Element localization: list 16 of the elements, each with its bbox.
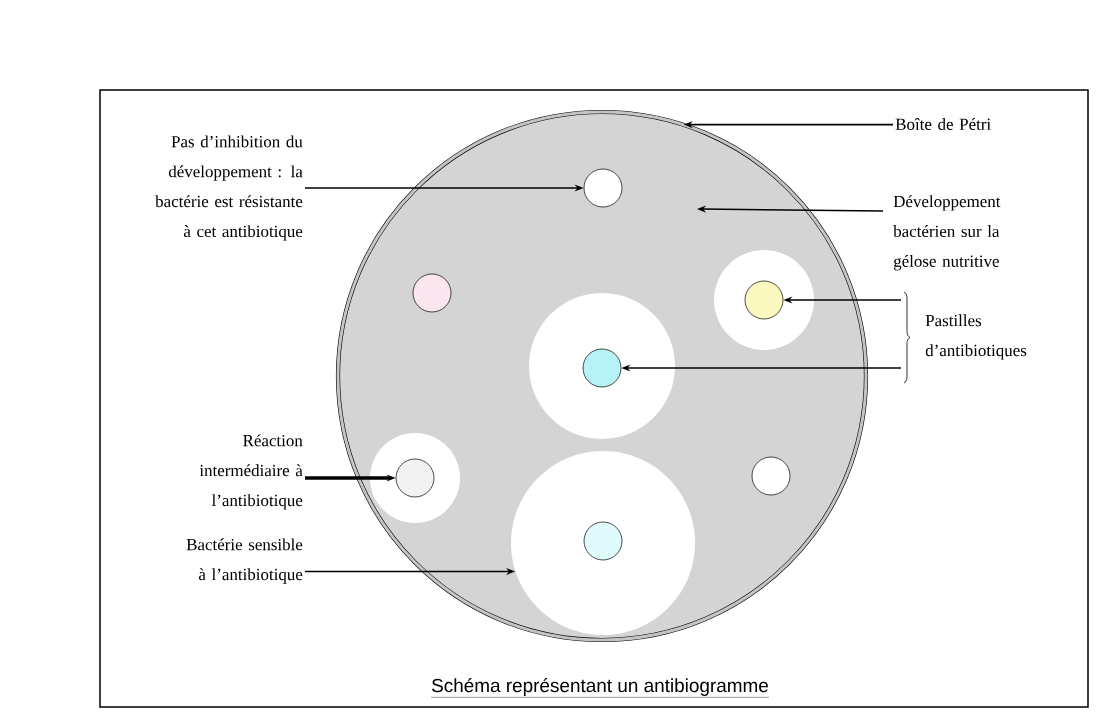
antibiotic-disc [582,348,622,388]
callout-text: Pastilles d’antibiotiques [925,314,1027,360]
callout-text: Développement bactérien sur la gélose nutritive [893,195,1001,271]
callout-text: Boîte de Pétri [895,118,991,130]
caption: Schéma représentant un antibiogramme [430,678,770,698]
antibiotic-disc [395,458,435,498]
antibiotic-disc [744,280,784,320]
callout-text: Bactérie sensible à l’antibiotique [186,538,303,584]
callout-text: Réaction intermédiaire à l’antibiotique [199,434,303,510]
antibiotic-disc [583,168,623,208]
inhibition-zone [511,451,695,635]
antibiotic-disc [583,521,623,561]
antibiotic-disc [412,273,452,313]
antibiotic-disc [751,456,791,496]
callout-text: Pas d’inhibition du développement : la bactérie est résistante à cet antibiotique [155,135,303,241]
inhibition-zone [529,293,675,439]
